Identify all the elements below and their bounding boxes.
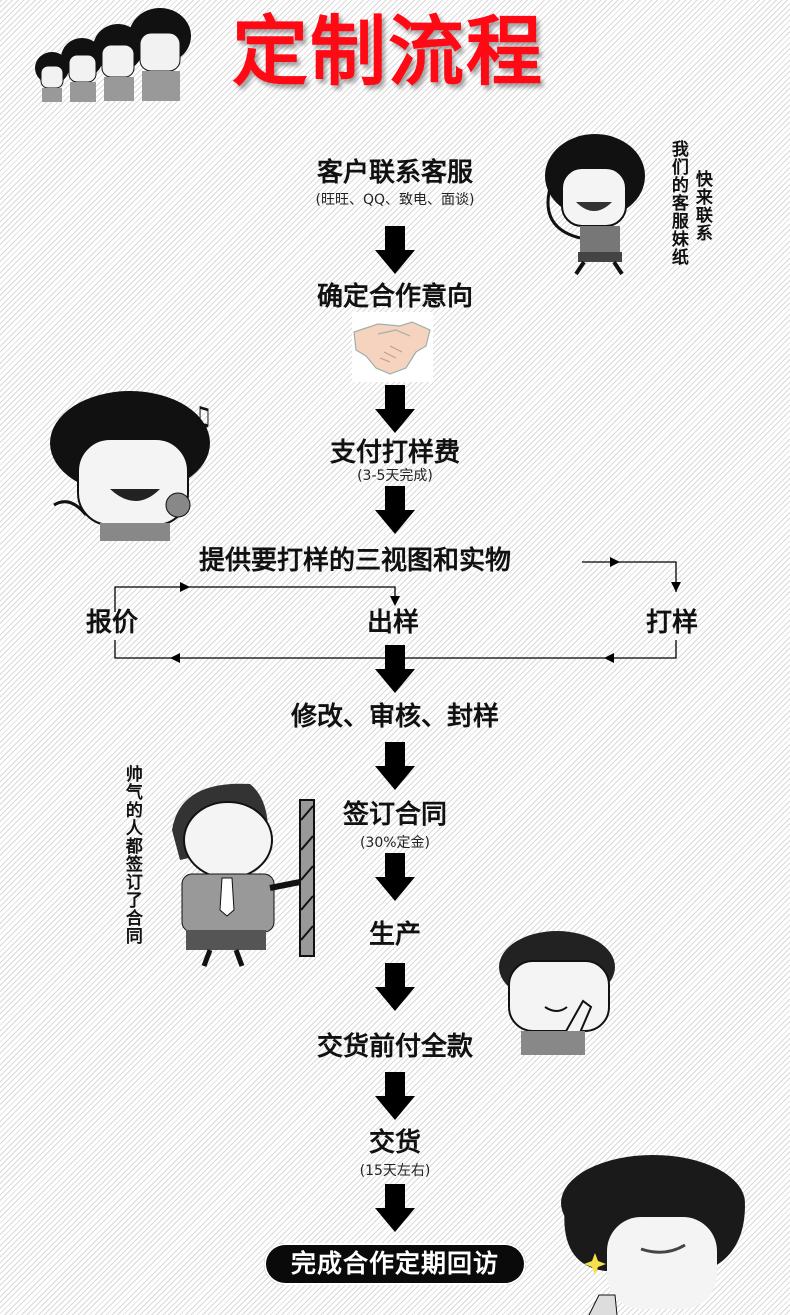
step-delivery-note: (15天左右)	[359, 1163, 431, 1179]
page-title: 定制流程	[232, 7, 544, 96]
thinking-mascot-icon	[499, 931, 615, 1055]
step-revise-review-seal: 修改、审核、封样	[290, 702, 499, 732]
step-full-payment: 交货前付全款	[316, 1032, 473, 1062]
singing-mascot-icon: ♫	[50, 391, 213, 541]
step-confirm-intent: 确定合作意向	[316, 282, 473, 312]
step-delivery: 交货	[368, 1128, 421, 1158]
thumbs-up-mascot-icon	[561, 1155, 745, 1315]
cheering-mascot-icon	[545, 134, 645, 276]
sample-loop-connector	[114, 557, 681, 663]
step-followup-pill: 完成合作定期回访	[264, 1243, 526, 1285]
handshake-icon	[352, 312, 433, 382]
down-arrow-icon	[375, 853, 415, 901]
step-pay-sample-fee-note: (3-5天完成)	[357, 468, 433, 484]
step-pay-sample-fee: 支付打样费	[329, 438, 460, 468]
step-contact-service: 客户联系客服	[316, 158, 473, 188]
step-sign-contract: 签订合同	[342, 800, 447, 830]
sticker-text-contract: 帅气的人都签订了合同	[121, 765, 142, 945]
leaning-man-mascot-icon	[172, 783, 315, 967]
loop-sample-out: 出样	[367, 608, 420, 638]
down-arrow-icon	[375, 226, 415, 274]
sticker-text-contact-1: 快来联系	[691, 170, 712, 242]
step-contact-service-note: (旺旺、QQ、致电、面谈)	[315, 192, 475, 208]
svg-text:♫: ♫	[190, 402, 213, 432]
sticker-text-contact-2: 我们的客服妹纸	[667, 140, 688, 266]
down-arrow-icon	[375, 645, 415, 693]
step-sign-contract-note: (30%定金)	[359, 835, 431, 851]
step-provide-drawings: 提供要打样的三视图和实物	[198, 546, 511, 576]
down-arrow-icon	[375, 385, 415, 433]
down-arrow-icon	[375, 486, 415, 534]
down-arrow-icon	[375, 1184, 415, 1232]
step-production: 生产	[368, 920, 421, 950]
loop-quote: 报价	[86, 608, 139, 638]
mascot-group-icon	[35, 8, 191, 102]
down-arrow-icon	[375, 742, 415, 790]
down-arrow-icon	[375, 1072, 415, 1120]
loop-sampling: 打样	[646, 608, 699, 638]
down-arrow-icon	[375, 963, 415, 1011]
